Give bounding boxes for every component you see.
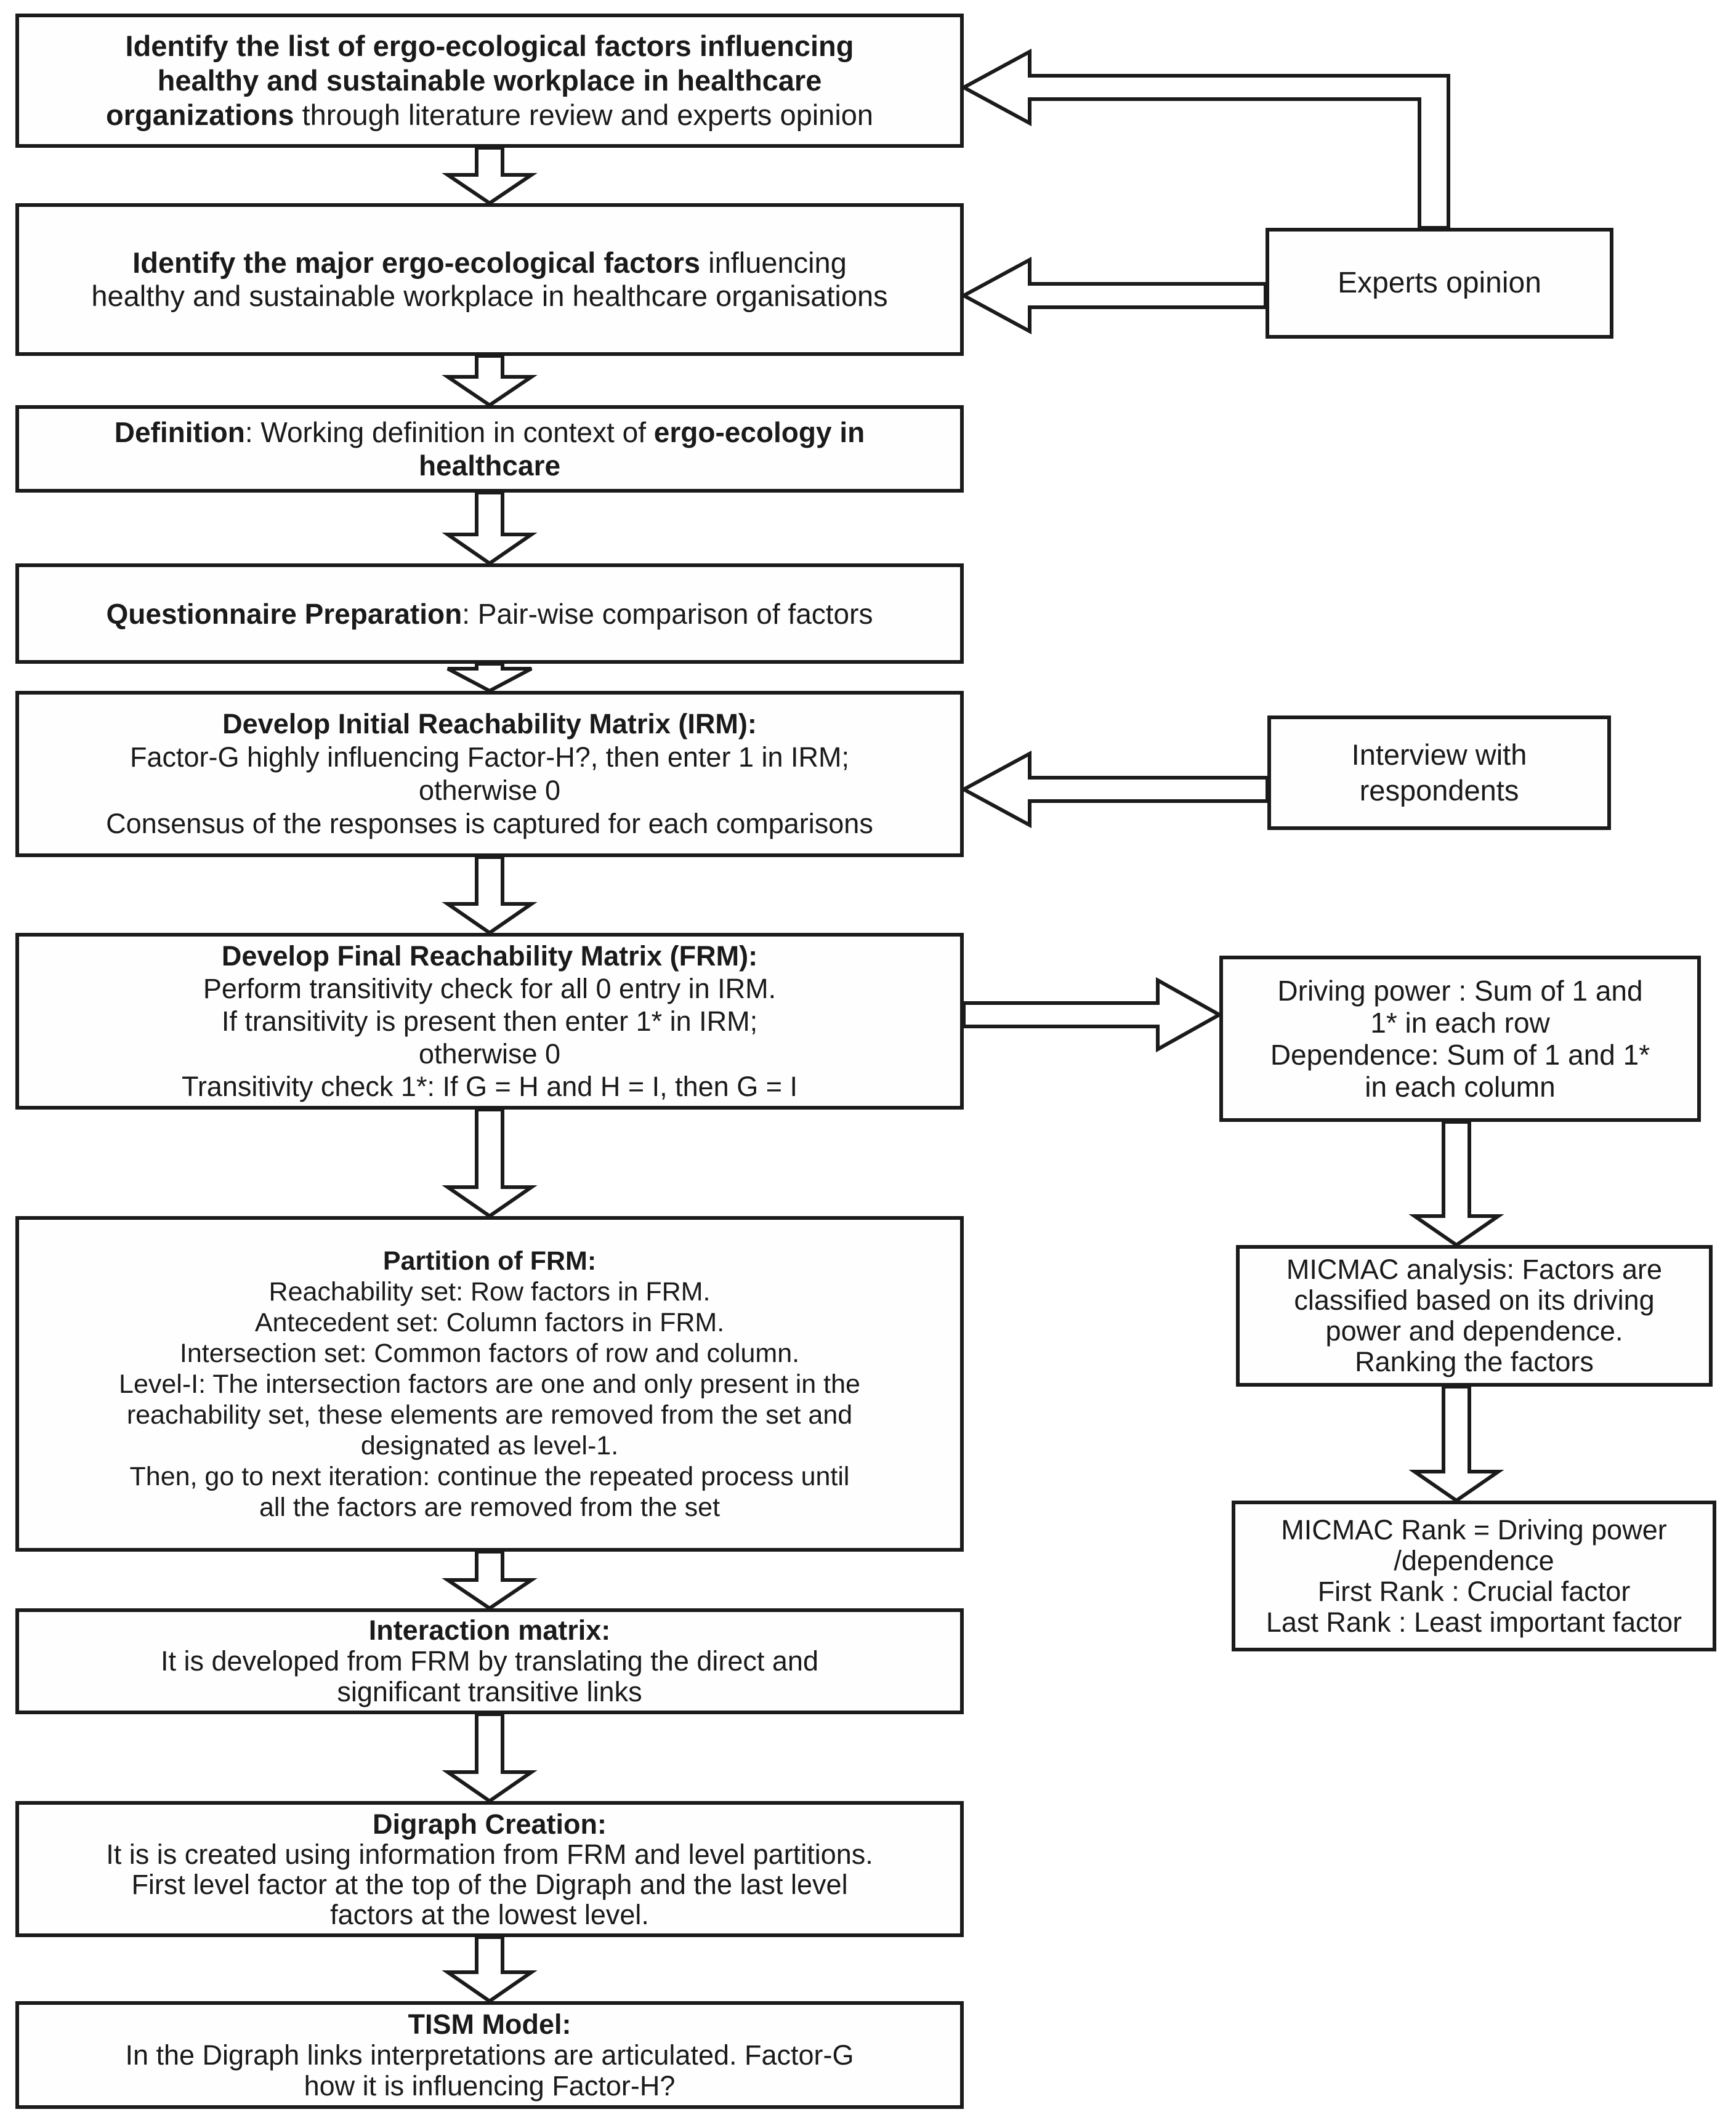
flow-box-text-line: Questionnaire Preparation: Pair-wise com… [106, 597, 873, 630]
flow-box-text-line: Then, go to next iteration: continue the… [129, 1461, 850, 1491]
flow-box-text-line: all the factors are removed from the set [259, 1492, 721, 1522]
flow-box-text-line: It is is created using information from … [106, 1838, 873, 1870]
flow-box-text-line: /dependence [1394, 1544, 1554, 1576]
side-box-experts-opinion: Experts opinion [1266, 228, 1613, 339]
flow-box-text-line: If transitivity is present then enter 1*… [221, 1006, 758, 1037]
flow-box-identify-factor-list: Identify the list of ergo-ecological fac… [15, 14, 964, 148]
flow-box-identify-major-factors: Identify the major ergo-ecological facto… [15, 203, 964, 356]
flow-box-questionnaire-preparation: Questionnaire Preparation: Pair-wise com… [15, 563, 964, 664]
flow-box-text-line: MICMAC analysis: Factors are [1286, 1254, 1663, 1285]
flow-box-text-line: Reachability set: Row factors in FRM. [268, 1276, 711, 1307]
flow-box-text-line: MICMAC Rank = Driving power [1281, 1513, 1667, 1546]
flow-box-text-line: designated as level-1. [360, 1430, 619, 1461]
flow-box-text-line: reachability set, these elements are rem… [126, 1400, 853, 1430]
flow-box-text-line: 1* in each row [1370, 1007, 1550, 1039]
flow-box-text-line: classified based on its driving [1294, 1284, 1655, 1316]
flow-box-text-line: Identify the major ergo-ecological facto… [132, 246, 847, 279]
flow-box-text-line: organizations through literature review … [105, 99, 874, 131]
flow-box-text-line: factors at the lowest level. [330, 1898, 649, 1930]
flow-box-initial-reachability-matrix: Develop Initial Reachability Matrix (IRM… [15, 691, 964, 857]
flow-box-text-line: Identify the list of ergo-ecological fac… [125, 30, 854, 62]
flow-box-text-line: Digraph Creation: [372, 1808, 607, 1840]
flow-box-text-line: Experts opinion [1338, 267, 1541, 299]
flow-box-digraph-creation: Digraph Creation:It is is created using … [15, 1801, 964, 1937]
arrow-down-6 [442, 1108, 538, 1219]
flow-box-text-line: It is developed from FRM by translating … [160, 1645, 818, 1677]
flow-box-text-line: Definition: Working definition in contex… [114, 416, 865, 448]
flow-box-text-line: Factor-G highly influencing Factor-H?, t… [129, 741, 849, 773]
flow-box-text-line: in each column [1365, 1071, 1556, 1103]
flow-box-text-line: Transitivity check 1*: If G = H and H = … [182, 1071, 797, 1102]
flow-box-text-line: power and dependence. [1325, 1315, 1623, 1347]
arrow-right-frm-to-driving [962, 977, 1224, 1053]
flow-box-text-line: Partition of FRM: [382, 1246, 597, 1276]
flow-box-text-line: First Rank : Crucial factor [1317, 1575, 1631, 1607]
arrow-down-2 [442, 354, 538, 408]
flow-box-text-line: Driving power : Sum of 1 and [1277, 975, 1643, 1007]
flow-box-text-line: In the Digraph links interpretations are… [125, 2039, 854, 2071]
flow-box-tism-model: TISM Model:In the Digraph links interpre… [15, 2001, 964, 2109]
arrow-down-1 [442, 146, 538, 206]
arrow-elbow-experts-to-box1 [959, 48, 1450, 230]
flow-box-partition-of-frm: Partition of FRM:Reachability set: Row f… [15, 1216, 964, 1552]
flow-box-interaction-matrix: Interaction matrix:It is developed from … [15, 1608, 964, 1714]
flow-box-text-line: Perform transitivity check for all 0 ent… [203, 973, 777, 1004]
flow-box-final-reachability-matrix: Develop Final Reachability Matrix (FRM):… [15, 933, 964, 1110]
flow-box-text-line: how it is influencing Factor-H? [304, 2070, 676, 2102]
flow-box-text-line: Last Rank : Least important factor [1266, 1606, 1682, 1638]
flow-box-text-line: healthcare [418, 449, 561, 482]
flow-box-text-line: otherwise 0 [418, 1038, 561, 1070]
flow-box-text-line: Dependence: Sum of 1 and 1* [1270, 1039, 1650, 1071]
arrow-down-8 [442, 1712, 538, 1804]
flow-box-text-line: First level factor at the top of the Dig… [131, 1868, 848, 1900]
flow-box-text-line: Develop Final Reachability Matrix (FRM): [221, 940, 758, 972]
flow-box-text-line: Antecedent set: Column factors in FRM. [254, 1307, 725, 1337]
flow-box-text-line: Intersection set: Common factors of row … [179, 1338, 800, 1368]
flow-box-text-line: otherwise 0 [418, 775, 561, 806]
flow-box-text-line: TISM Model: [408, 2008, 571, 2040]
arrow-down-9 [442, 1935, 538, 2004]
flow-box-text-line: significant transitive links [337, 1676, 642, 1707]
flow-box-text-line: Develop Initial Reachability Matrix (IRM… [222, 708, 757, 740]
flow-box-text-line: Interaction matrix: [368, 1614, 611, 1646]
flow-box-text-line: Ranking the factors [1355, 1346, 1594, 1377]
arrow-down-3 [442, 491, 538, 566]
arrow-down-5 [442, 855, 538, 935]
flow-box-text-line: healthy and sustainable workplace in hea… [157, 64, 822, 97]
arrow-down-driving-to-micmac [1408, 1120, 1504, 1247]
arrow-down-4 [446, 662, 533, 693]
flow-box-text-line: Level-I: The intersection factors are on… [119, 1369, 860, 1399]
arrow-left-experts-to-box2 [959, 256, 1267, 335]
flow-box-definition: Definition: Working definition in contex… [15, 405, 964, 493]
arrow-down-micmac-to-rank [1408, 1385, 1504, 1503]
flow-box-text-line: Interview with [1351, 738, 1527, 771]
flow-box-text-line: respondents [1359, 774, 1519, 807]
arrow-left-interview-to-irm [959, 750, 1269, 829]
flow-box-text-line: Consensus of the responses is captured f… [106, 808, 873, 839]
flow-box-text-line: healthy and sustainable workplace in hea… [91, 280, 888, 312]
arrow-down-7 [442, 1550, 538, 1611]
